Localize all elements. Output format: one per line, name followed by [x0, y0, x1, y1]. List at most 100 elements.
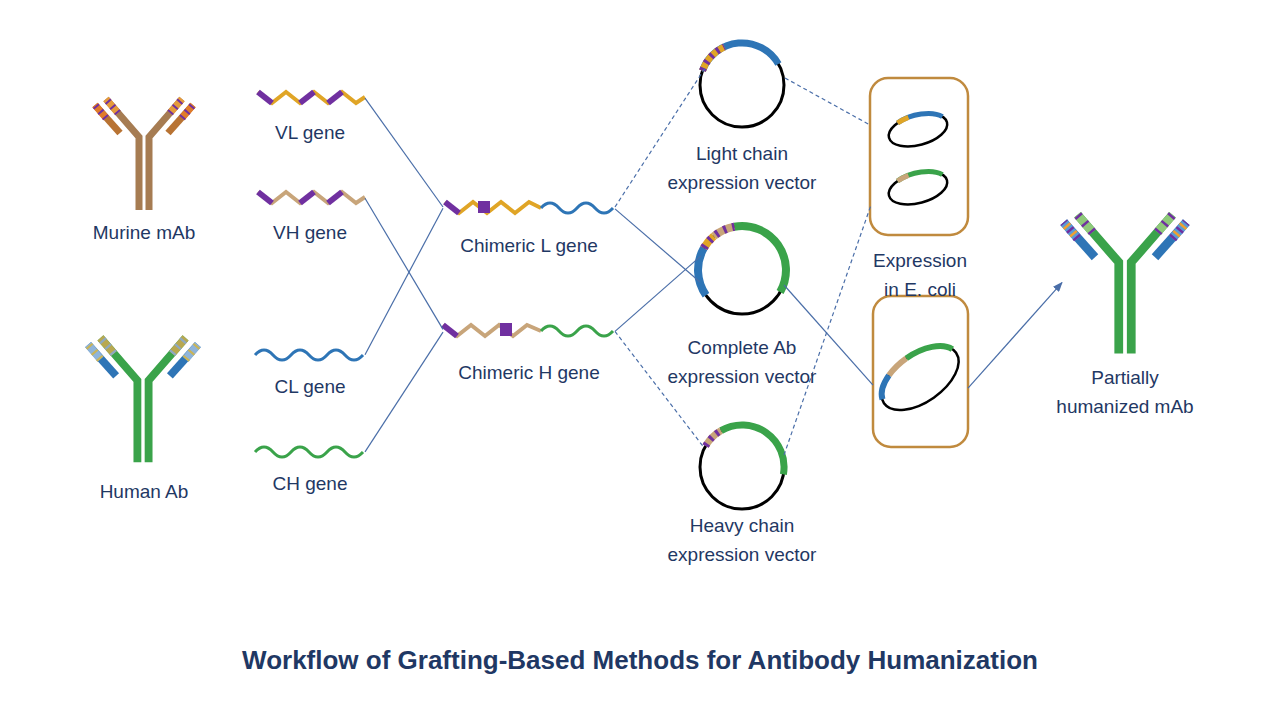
insert-constant [703, 43, 779, 71]
plasmid [885, 166, 951, 211]
ch-gene-wave [255, 447, 363, 457]
connector-line [365, 198, 443, 329]
cdr-segment [445, 202, 459, 213]
variable-region [170, 99, 182, 113]
expression-vector: Heavy chain expression vector [662, 423, 822, 568]
node-label: Chimeric L gene [433, 234, 625, 258]
cdr-stripes [1064, 222, 1078, 238]
cdr-stripes [1173, 222, 1187, 238]
variable-region [172, 338, 185, 354]
cdr-segment [300, 92, 314, 103]
chimeric-gene: Chimeric H gene [443, 318, 615, 385]
heavy-chain [100, 338, 137, 462]
variable-region [1158, 215, 1173, 233]
node-label: Human Ab [74, 480, 214, 504]
cdr-segment [258, 92, 272, 103]
cdr-stripes [88, 345, 100, 360]
cdr-segment [500, 323, 512, 336]
heavy-chain [1078, 215, 1119, 354]
connector-line [615, 256, 701, 332]
variable-region [182, 105, 193, 118]
connector-line [365, 332, 443, 452]
connector-line [365, 98, 443, 207]
chimeric-h-constant [541, 326, 613, 336]
node-label: Complete Ab expression vector [662, 333, 822, 391]
insert-variable [706, 431, 721, 446]
diagram-title: Workflow of Grafting-Based Methods for A… [0, 643, 1280, 677]
node-label: Murine mAb [74, 221, 214, 245]
variable-region [106, 99, 118, 113]
node-label: CL gene [255, 375, 365, 399]
cell-outline [870, 78, 968, 235]
variable-region [88, 345, 100, 360]
insert-constant [698, 248, 706, 295]
cl-gene-wave [255, 350, 363, 360]
plasmid-ring [885, 108, 951, 153]
variable-region [1173, 222, 1187, 238]
cdr-stripes [95, 105, 106, 118]
insert-variable [703, 47, 725, 71]
plasmid-vectors [698, 43, 786, 509]
expression-vector: Light chain expression vector [662, 40, 822, 195]
cell-outline [873, 296, 968, 447]
humanized-antibody [1064, 215, 1187, 354]
node-label: Heavy chain expression vector [662, 511, 822, 569]
cdr-segment [478, 201, 490, 213]
murine-antibody [95, 99, 193, 210]
insert-variable [897, 117, 909, 123]
node-label: Expression in E. coli [867, 246, 973, 304]
heavy-chain [1131, 215, 1172, 354]
insert [897, 109, 943, 129]
cdr-stripes [100, 338, 113, 354]
cdr-stripes [170, 99, 182, 113]
variable-region [100, 338, 113, 354]
antibody-icon: Partially humanized mAb [1050, 203, 1200, 418]
connector-line [615, 209, 700, 282]
plasmid-ring [870, 333, 970, 423]
cdr-stripes [1173, 222, 1187, 238]
leader-line [784, 205, 871, 455]
insert-variable [887, 358, 909, 375]
plasmid-circle [698, 226, 786, 314]
cdr-stripes [706, 431, 721, 446]
heavy-chain [149, 338, 186, 462]
insert [873, 375, 898, 399]
variable-region [95, 105, 106, 118]
heavy-chain [149, 99, 182, 210]
insert-variable [897, 175, 909, 181]
heavy-chain [106, 99, 139, 210]
antibody-icon: Human Ab [74, 322, 214, 504]
connector-line [968, 283, 1062, 389]
gene-strand: CL gene [255, 343, 365, 399]
cdr-segment [300, 192, 314, 203]
node-label: VL gene [255, 121, 365, 145]
cdr-segment [258, 192, 272, 203]
chimeric-gene: Chimeric L gene [443, 195, 615, 258]
plasmid-circle [700, 425, 784, 509]
gene-strand: CH gene [255, 440, 365, 496]
node-label: CH gene [255, 472, 365, 496]
cdr-segment [443, 325, 457, 336]
node-label: Partially humanized mAb [1050, 363, 1200, 421]
chimeric-l-variable [445, 202, 541, 213]
variable-region [1078, 215, 1093, 233]
antibody-icon: Murine mAb [74, 85, 214, 247]
cdr-stripes [703, 47, 725, 71]
expression-vector: Complete Ab expression vector [662, 224, 822, 392]
cdr-stripes [704, 227, 735, 248]
cdr-stripes [106, 99, 118, 113]
connector-line [365, 208, 443, 355]
plasmid-circle [700, 43, 784, 127]
cdr-stripes [186, 345, 198, 360]
ecoli-cell: Expression in E. coli [862, 246, 978, 449]
human-antibody [88, 338, 198, 462]
cdr-segment [328, 92, 342, 103]
node-label: Chimeric H gene [433, 361, 625, 385]
chimeric-h-variable [443, 325, 541, 336]
cdr-segment [328, 192, 342, 203]
cdr-stripes [1064, 222, 1078, 238]
plasmid-ring [885, 166, 951, 211]
